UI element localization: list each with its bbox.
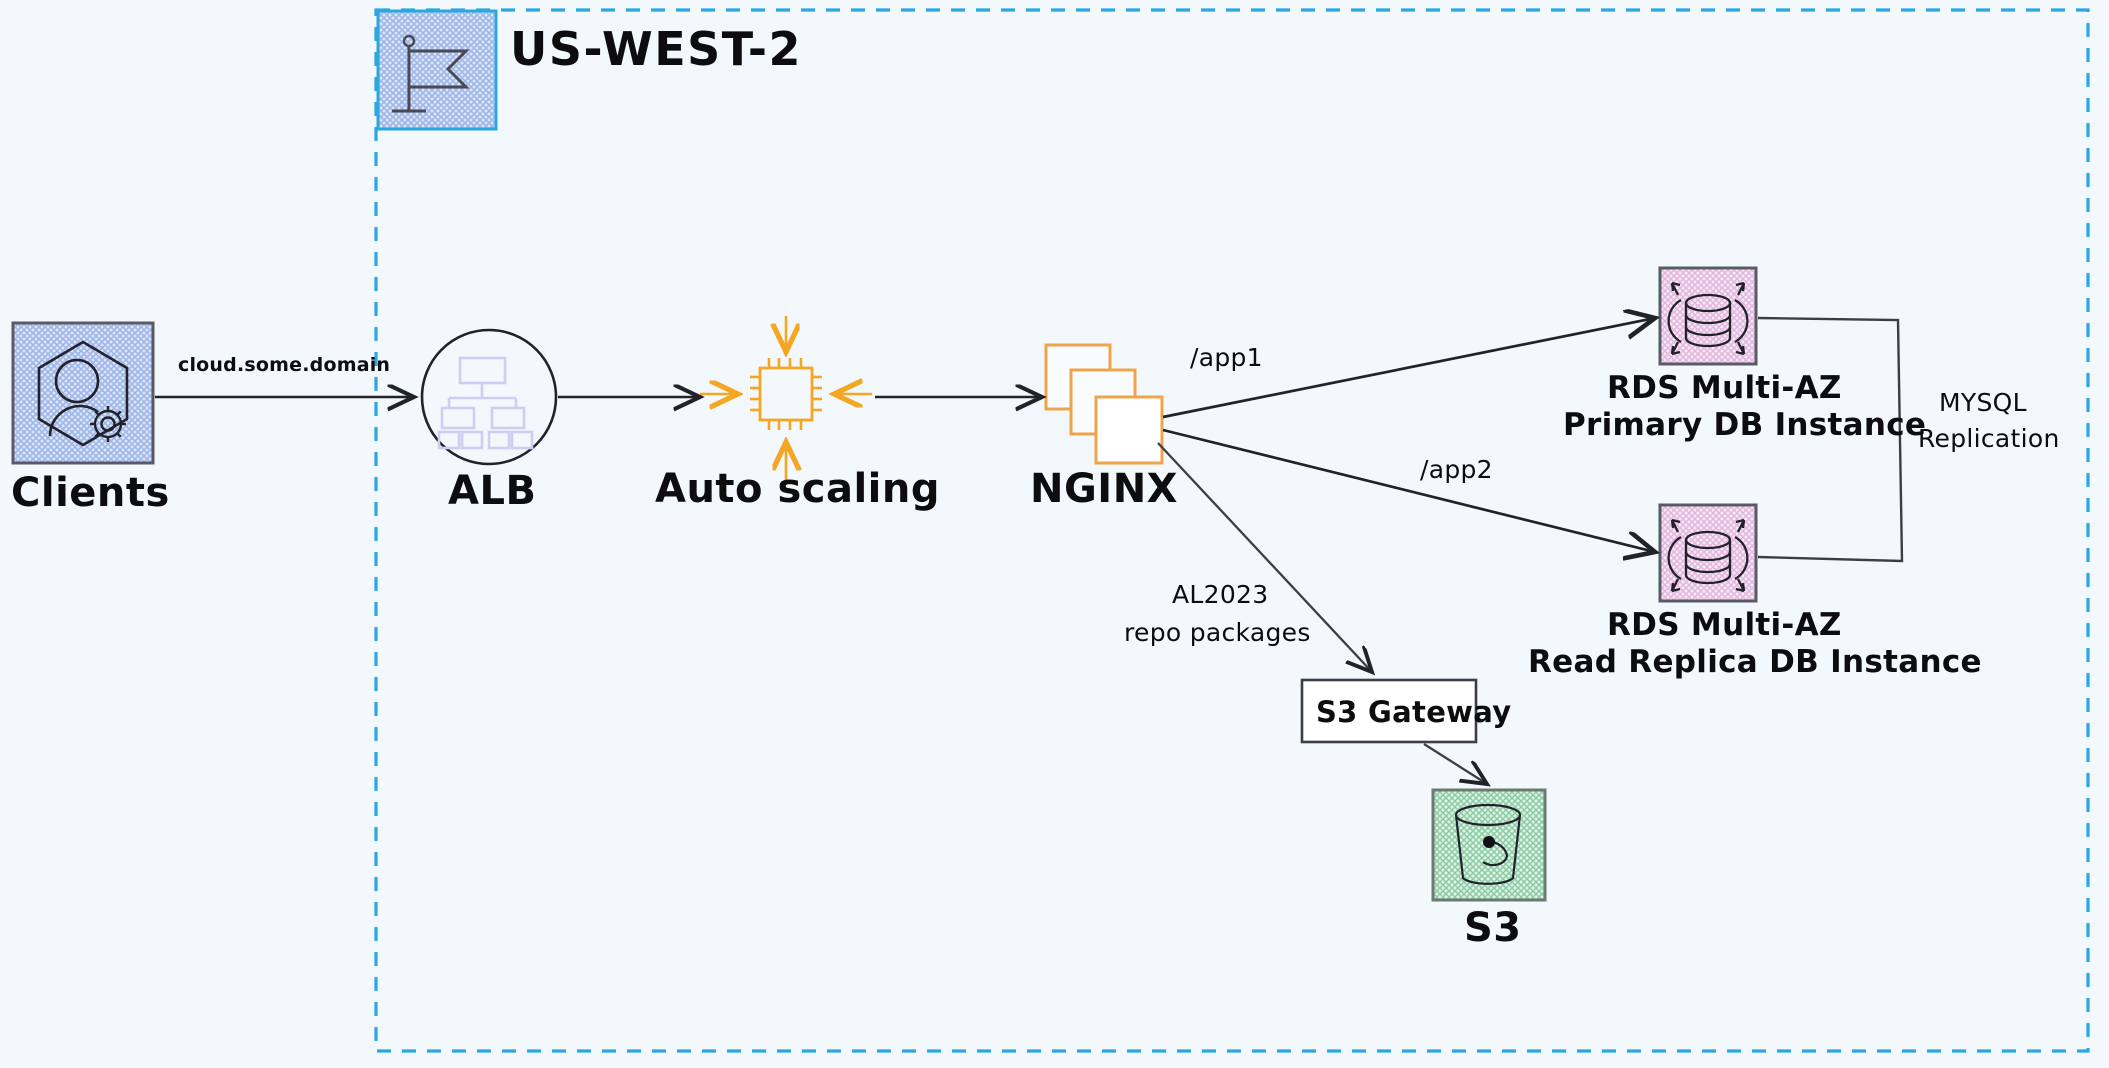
alb-label: ALB	[448, 468, 537, 514]
edge-label-al2023-line1: AL2023	[1172, 580, 1269, 609]
region-boundary	[374, 8, 2090, 1053]
autoscaling-icon	[700, 316, 872, 480]
nginx-label: NGINX	[1030, 466, 1179, 512]
s3-label: S3	[1464, 905, 1522, 951]
s3-icon	[1431, 788, 1547, 902]
rds-primary-label-line2: Primary DB Instance	[1563, 407, 1927, 443]
rds-replica-icon	[1658, 503, 1758, 603]
mysql-replication-label-line2: Replication	[1918, 424, 2060, 453]
alb-icon	[420, 328, 558, 466]
region-title: US-WEST-2	[510, 22, 803, 76]
rds-primary-icon	[1658, 266, 1758, 366]
region-flag-icon	[376, 9, 498, 131]
s3-gateway-box[interactable]	[1300, 678, 1478, 744]
edge-mysql-replication	[1757, 316, 1904, 563]
edge-nginx-to-rds-primary	[1162, 318, 1655, 419]
autoscaling-label: Auto scaling	[655, 466, 941, 512]
s3-gateway-label: S3 Gateway	[1316, 695, 1512, 729]
edge-nginx-to-rds-replica	[1162, 428, 1655, 552]
clients-icon	[11, 321, 155, 465]
edge-label-al2023-line2: repo packages	[1124, 618, 1311, 647]
edge-label-cloud-domain: cloud.some.domain	[178, 354, 391, 376]
edge-s3-gateway-to-s3	[1423, 743, 1487, 784]
rds-primary-label-line1: RDS Multi-AZ	[1607, 370, 1842, 406]
edge-nginx-to-s3-gateway	[1157, 442, 1372, 672]
mysql-replication-label-line1: MYSQL	[1939, 388, 2027, 417]
nginx-icon	[1044, 343, 1164, 465]
rds-replica-label-line1: RDS Multi-AZ	[1607, 607, 1842, 643]
rds-replica-label-line2: Read Replica DB Instance	[1528, 644, 1982, 680]
edge-label-app1: /app1	[1190, 343, 1263, 372]
edge-label-app2: /app2	[1420, 455, 1493, 484]
clients-label: Clients	[11, 470, 170, 516]
